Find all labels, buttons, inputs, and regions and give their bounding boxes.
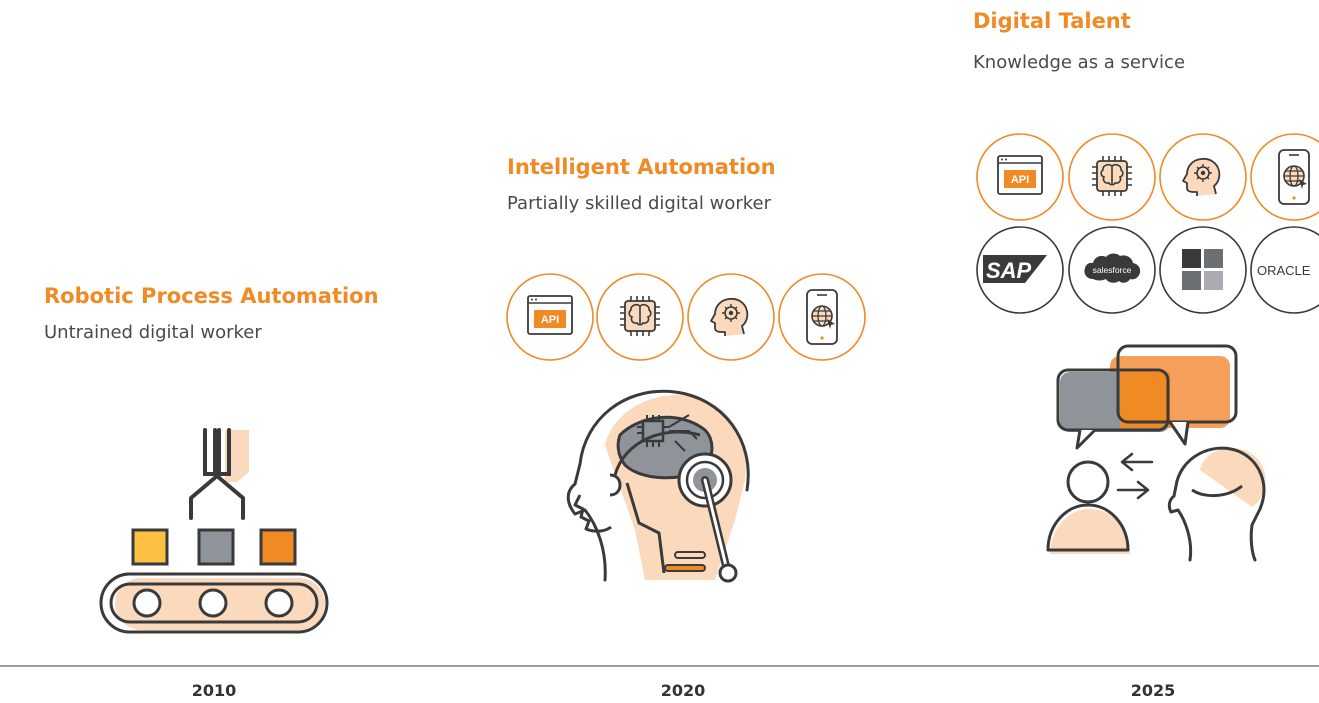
salesforce-logo: salesforce (1067, 225, 1157, 315)
api-label: API (541, 314, 559, 326)
windows-logo (1158, 225, 1248, 315)
year-label-2010: 2010 (191, 681, 237, 700)
head-gear-icon (686, 272, 776, 362)
year-label-2020: 2020 (660, 681, 706, 700)
salesforce-logo-text: salesforce (1093, 265, 1132, 275)
head-gear-icon-2025 (1158, 132, 1248, 222)
stage-title-rpa: Robotic Process Automation (44, 284, 379, 308)
api-label-2025: API (1011, 174, 1029, 186)
stage-title-intelligent-automation: Intelligent Automation (507, 155, 776, 179)
api-icon-badge-2025: API (975, 132, 1065, 222)
mobile-globe-icon (777, 272, 867, 362)
stage-title-digital-talent: Digital Talent (973, 9, 1131, 33)
conversation-illustration (1046, 344, 1266, 562)
oracle-logo-text: ORACLE (1257, 263, 1311, 278)
sap-logo-text: SAP (986, 258, 1032, 283)
oracle-logo: ORACLE (1249, 225, 1319, 315)
stage-subtitle-intelligent-automation: Partially skilled digital worker (507, 193, 772, 214)
year-label-2025: 2025 (1130, 681, 1176, 700)
brain-chip-icon-2025 (1067, 132, 1157, 222)
brain-chip-icon (595, 272, 685, 362)
sap-logo: SAP (975, 225, 1065, 315)
api-icon-badge: API (505, 272, 595, 362)
conveyor-belt-illustration (99, 428, 329, 634)
stage-subtitle-rpa: Untrained digital worker (44, 322, 262, 343)
robot-head-illustration (566, 389, 750, 583)
stage-subtitle-digital-talent: Knowledge as a service (973, 52, 1186, 73)
timeline-axis (0, 665, 1319, 667)
mobile-globe-icon-2025 (1249, 132, 1319, 222)
